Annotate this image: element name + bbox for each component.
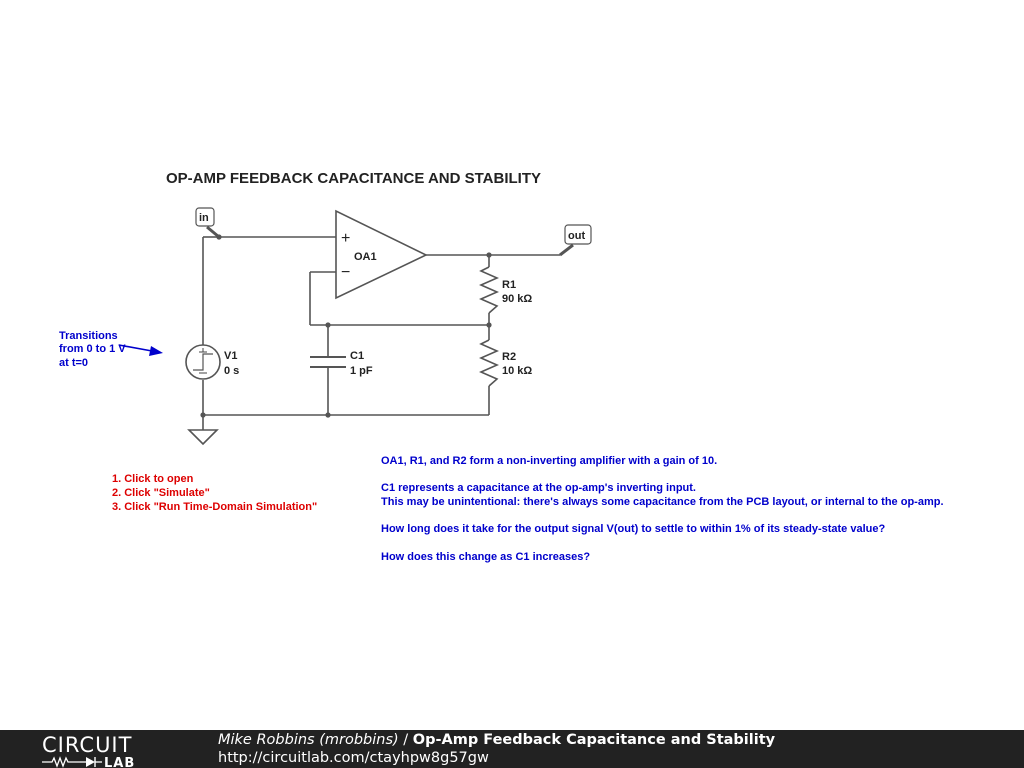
node-tag-in[interactable]: in <box>195 207 220 239</box>
resistor-r1[interactable]: R1 90 kΩ <box>479 266 532 314</box>
footer-bar: CIRCUIT LAB Mike Robbins (mrobbins) / Op… <box>0 730 1024 768</box>
circuitlab-logo[interactable]: CIRCUIT LAB <box>40 732 180 768</box>
v1-name: V1 <box>224 350 237 362</box>
op-amp-minus-sign: − <box>341 264 350 281</box>
ground-icon <box>187 429 219 446</box>
capacitor-c1[interactable]: C1 1 pF <box>310 350 373 377</box>
c1-name: C1 <box>350 350 364 362</box>
description: OA1, R1, and R2 form a non-inverting amp… <box>381 455 944 563</box>
node-out-label: out <box>568 230 585 242</box>
r2-name: R2 <box>502 351 516 363</box>
voltage-source-v1[interactable]: V1 0 s <box>185 344 239 380</box>
schematic-title: OP-AMP FEEDBACK CAPACITANCE AND STABILIT… <box>166 170 541 187</box>
node-in-label: in <box>199 212 209 224</box>
footer-project-line: Mike Robbins (mrobbins) / Op-Amp Feedbac… <box>218 732 775 748</box>
schematic-canvas: OP-AMP FEEDBACK CAPACITANCE AND STABILIT… <box>59 170 944 563</box>
instruction-3: 3. Click "Run Time-Domain Simulation" <box>112 501 317 513</box>
v1-note-line-3: at t=0 <box>59 357 88 369</box>
logo-resistor-icon <box>42 756 80 768</box>
r1-value: 90 kΩ <box>502 293 532 305</box>
description-line-3: This may be unintentional: there's alway… <box>381 496 944 508</box>
op-amp-oa1[interactable]: + − OA1 <box>335 209 428 300</box>
wires <box>202 236 560 430</box>
annotation-arrow-head-icon <box>149 346 163 356</box>
logo-text-bottom: LAB <box>104 756 135 768</box>
v1-note-line-1: Transitions <box>59 330 118 342</box>
footer-separator: / <box>403 732 409 748</box>
c1-value: 1 pF <box>350 365 373 377</box>
junction-dots <box>200 234 492 418</box>
footer-author[interactable]: Mike Robbins (mrobbins) <box>218 732 399 748</box>
description-line-2: C1 represents a capacitance at the op-am… <box>381 482 696 494</box>
description-line-5: How does this change as C1 increases? <box>381 551 590 563</box>
r2-value: 10 kΩ <box>502 365 532 377</box>
v1-note-line-2: from 0 to 1 V <box>59 343 126 355</box>
footer-url[interactable]: http://circuitlab.com/ctayhpw8g57gw <box>218 750 489 766</box>
logo-text-top: CIRCUIT <box>42 733 132 757</box>
op-amp-plus-sign: + <box>341 230 350 247</box>
r1-name: R1 <box>502 279 516 291</box>
description-line-4: How long does it take for the output sig… <box>381 523 885 535</box>
instructions: 1. Click to open 2. Click "Simulate" 3. … <box>112 473 317 513</box>
resistor-r2[interactable]: R2 10 kΩ <box>479 339 532 387</box>
footer-project-title[interactable]: Op-Amp Feedback Capacitance and Stabilit… <box>412 732 776 748</box>
description-line-1: OA1, R1, and R2 form a non-inverting amp… <box>381 455 717 467</box>
v1-annotation: Transitions from 0 to 1 V at t=0 <box>59 330 163 369</box>
instruction-1[interactable]: 1. Click to open <box>112 473 194 485</box>
logo-diode-icon <box>86 757 95 767</box>
instruction-2: 2. Click "Simulate" <box>112 487 210 499</box>
annotation-arrow-line <box>118 344 153 352</box>
node-tag-out[interactable]: out <box>559 224 592 257</box>
v1-value: 0 s <box>224 365 239 377</box>
op-amp-label: OA1 <box>354 251 377 263</box>
